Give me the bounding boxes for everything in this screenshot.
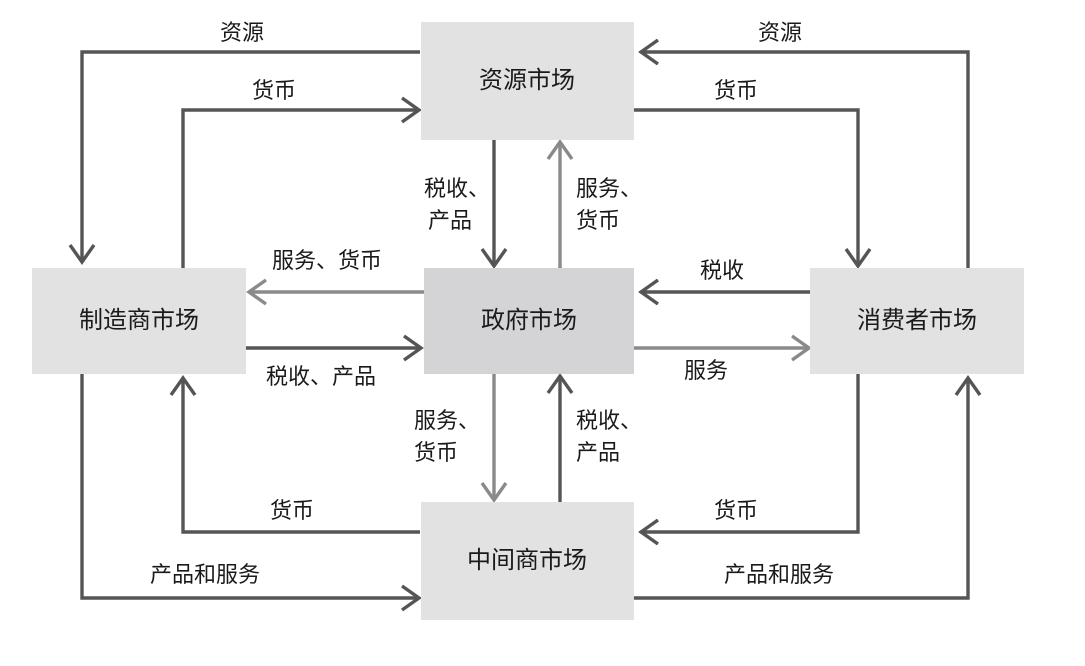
node-government-market: 政府市场 bbox=[424, 268, 634, 374]
edge-resource-to-consumer bbox=[634, 108, 872, 269]
node-consumer-label: 消费者市场 bbox=[857, 306, 977, 334]
edge-resource-to-manufacturer bbox=[68, 50, 420, 265]
label-resource-to-manufacturer: 资源 bbox=[220, 21, 264, 46]
label-manufacturer-to-resource: 货币 bbox=[252, 79, 296, 104]
node-intermediary-box bbox=[421, 502, 634, 620]
edge-government-to-consumer bbox=[634, 334, 812, 362]
label-consumer-to-government: 税收 bbox=[700, 259, 744, 284]
label-government-to-manufacturer: 服务、货币 bbox=[272, 249, 382, 274]
label-intermediary-to-manufacturer: 货币 bbox=[270, 499, 314, 524]
edge-government-to-manufacturer bbox=[246, 278, 424, 306]
edge-manufacturer-to-intermediary bbox=[80, 374, 422, 612]
node-consumer-market: 消费者市场 bbox=[810, 268, 1024, 374]
label-manufacturer-to-intermediary: 产品和服务 bbox=[150, 563, 260, 588]
edge-government-to-resource bbox=[546, 139, 574, 268]
edge-consumer-to-resource bbox=[638, 38, 970, 268]
edge-intermediary-to-government bbox=[546, 373, 574, 502]
label-resource-to-government-1: 税收、 bbox=[424, 177, 490, 202]
node-government-label: 政府市场 bbox=[481, 306, 577, 334]
node-intermediary-market: 中间商市场 bbox=[421, 502, 634, 620]
label-government-to-intermediary-1: 服务、 bbox=[414, 409, 480, 434]
node-intermediary-label: 中间商市场 bbox=[467, 546, 587, 574]
label-manufacturer-to-government: 税收、产品 bbox=[266, 365, 376, 390]
edge-intermediary-to-manufacturer bbox=[169, 375, 420, 534]
node-manufacturer-box bbox=[32, 268, 246, 374]
edge-manufacturer-to-resource bbox=[181, 96, 422, 268]
node-resource-label: 资源市场 bbox=[479, 66, 575, 94]
node-manufacturer-label: 制造商市场 bbox=[79, 306, 199, 334]
edge-government-to-intermediary bbox=[480, 374, 508, 503]
node-manufacturer-market: 制造商市场 bbox=[32, 268, 246, 374]
node-resource-market: 资源市场 bbox=[421, 22, 634, 140]
edge-consumer-to-government bbox=[638, 278, 810, 306]
label-government-to-consumer: 服务 bbox=[684, 359, 728, 384]
node-resource-box bbox=[421, 22, 634, 140]
label-intermediary-to-government-1: 税收、 bbox=[576, 409, 642, 434]
edge-resource-to-government bbox=[480, 140, 508, 269]
node-consumer-box bbox=[810, 268, 1024, 374]
label-government-to-resource-1: 服务、 bbox=[576, 177, 642, 202]
edge-consumer-to-intermediary bbox=[638, 374, 860, 546]
label-consumer-to-intermediary: 货币 bbox=[714, 499, 758, 524]
label-intermediary-to-consumer: 产品和服务 bbox=[724, 563, 834, 588]
label-consumer-to-resource: 资源 bbox=[758, 21, 802, 46]
node-government-box bbox=[424, 268, 634, 374]
label-government-to-intermediary-2: 货币 bbox=[414, 441, 458, 466]
label-intermediary-to-government-2: 产品 bbox=[576, 441, 620, 466]
label-government-to-resource-2: 货币 bbox=[576, 209, 620, 234]
edge-intermediary-to-consumer bbox=[634, 375, 982, 600]
label-resource-to-consumer: 货币 bbox=[714, 79, 758, 104]
edge-manufacturer-to-government bbox=[246, 334, 424, 362]
label-resource-to-government-2: 产品 bbox=[428, 209, 472, 234]
